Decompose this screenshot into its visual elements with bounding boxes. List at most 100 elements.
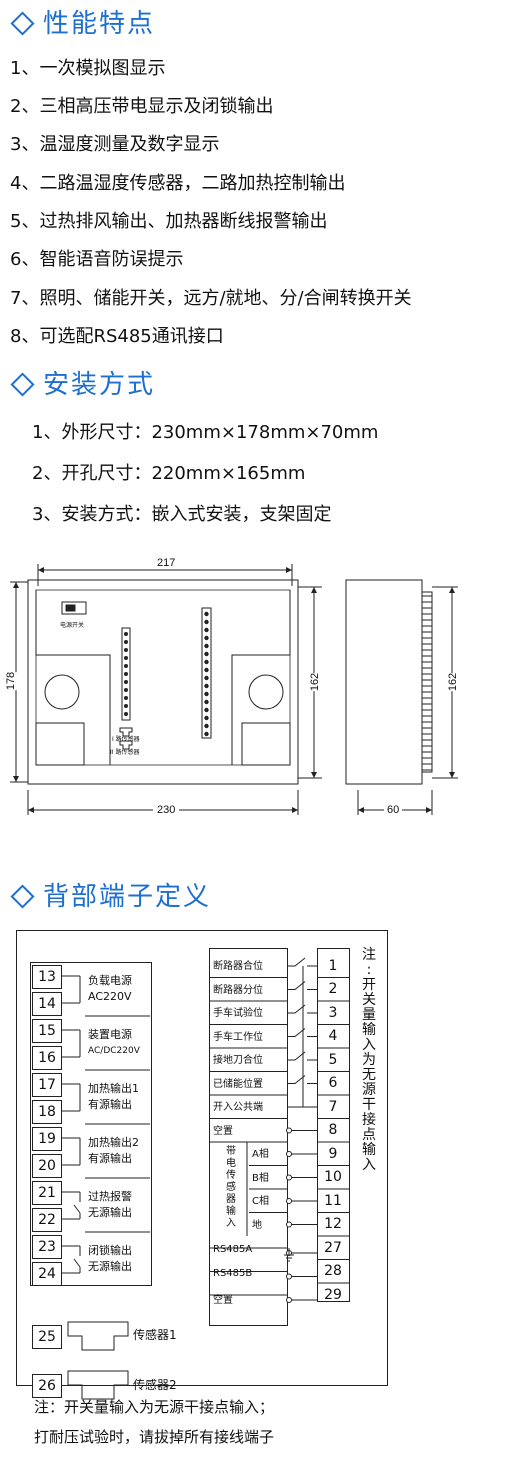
terminal-number: 5 xyxy=(328,1051,338,1068)
terminal-label: RS485A xyxy=(213,1244,253,1255)
feature-item: 5、过热排风输出、加热器断线报警输出 xyxy=(10,211,328,232)
sensor-connectors xyxy=(67,1321,129,1400)
left-wiring xyxy=(60,975,150,1274)
diamond-icon xyxy=(10,883,35,909)
sensor2-name: 传感器2 xyxy=(133,1378,177,1392)
side-note-char: 干 xyxy=(362,1097,376,1113)
sensor2-label: II 路传感器 xyxy=(110,749,140,756)
terminal-number: 11 xyxy=(324,1192,342,1209)
feature-item: 6、智能语音防误提示 xyxy=(10,249,184,270)
terminal-label: 断路器分位 xyxy=(213,984,263,996)
feature-item: 3、温湿度测量及数字显示 xyxy=(10,134,220,155)
terminal-number: 21 xyxy=(32,1181,62,1205)
terminal-number: 8 xyxy=(328,1122,338,1139)
terminal-label: AC/DC220V xyxy=(88,1046,140,1056)
terminal-number: 15 xyxy=(32,1019,62,1043)
live-group-char: 电 xyxy=(226,1158,236,1169)
terminal-label: 空置 xyxy=(213,1125,233,1137)
sensor1-name: 传感器1 xyxy=(133,1328,177,1342)
feature-item: 4、二路温湿度传感器，二路加热控制输出 xyxy=(10,173,346,194)
terminal-number: 4 xyxy=(328,1028,338,1045)
side-note: 注:开关量输入为无源干接点输入 xyxy=(359,948,379,1173)
terminal-label: AC220V xyxy=(88,990,132,1003)
install-item: 3、安装方式：嵌入式安装，支架固定 xyxy=(32,504,332,525)
install-item: 2、开孔尺寸：220mm×165mm xyxy=(32,463,306,484)
terminal-number: 16 xyxy=(32,1046,62,1070)
side-note-char: 入 xyxy=(362,1037,376,1053)
live-group-char: 传 xyxy=(226,1170,236,1181)
terminal-frame xyxy=(16,930,388,1386)
side-note-char: 开 xyxy=(362,977,376,993)
live-group-char: 感 xyxy=(226,1182,236,1193)
terminal-number: 22 xyxy=(32,1208,62,1232)
terminal-label: 有源输出 xyxy=(88,1098,132,1111)
side-note-char: 无 xyxy=(362,1067,376,1083)
side-note-char: 量 xyxy=(362,1007,376,1023)
live-group-char: 带 xyxy=(226,1146,236,1157)
terminal-label: 加热输出1 xyxy=(88,1082,139,1095)
terminal-number: 13 xyxy=(32,965,62,989)
side-note-char: 注 xyxy=(362,947,376,963)
terminal-label: RS485B xyxy=(213,1267,253,1279)
terminal-label: B相 xyxy=(252,1172,269,1184)
dim-bottom-width: 230 xyxy=(153,804,180,816)
side-note-char: : xyxy=(366,962,372,978)
live-group-char: 入 xyxy=(226,1218,236,1229)
terminal-label: 空置 xyxy=(213,1295,233,1306)
terminal-label: 已储能位置 xyxy=(213,1078,263,1090)
dim-top-width: 217 xyxy=(153,557,180,569)
footnote-line2: 打耐压试验时，请拔掉所有接线端子 xyxy=(34,1428,275,1446)
terminals-title: 背部端子定义 xyxy=(8,876,211,913)
terminal-number: 28 xyxy=(324,1263,342,1280)
terminal-label: 地 xyxy=(252,1219,262,1231)
feature-item: 8、可选配RS485通讯接口 xyxy=(10,326,224,347)
side-note-char: 接 xyxy=(362,1112,376,1128)
side-note-char: 为 xyxy=(362,1052,376,1068)
power-switch-label: 电源开关 xyxy=(60,622,85,629)
terminal-label: 手车工作位 xyxy=(213,1031,263,1043)
feature-item: 7、照明、储能开关，远方/就地、分/合闸转换开关 xyxy=(10,288,412,309)
dim-side-depth: 60 xyxy=(384,804,403,816)
terminal-label: 接地刀合位 xyxy=(213,1055,263,1066)
terminal-number: 29 xyxy=(324,1286,342,1303)
terminal-number: 3 xyxy=(328,1004,338,1021)
terminal-label: 过热报警 xyxy=(88,1190,132,1203)
terminal-label: 开入公共端 xyxy=(213,1102,263,1113)
terminal-number: 6 xyxy=(328,1075,338,1092)
terminal-label: 加热输出2 xyxy=(88,1136,139,1149)
dim-right-height: 162 xyxy=(309,672,322,692)
terminal-number: 17 xyxy=(32,1073,62,1097)
terminal-label: A相 xyxy=(252,1149,269,1160)
terminal-number: 20 xyxy=(32,1154,62,1178)
terminal-label: 负载电源 xyxy=(88,974,132,987)
dim-side-height: 162 xyxy=(447,672,460,692)
terminal-number: 2 xyxy=(328,981,338,998)
sensor1-label: I 路传感器 xyxy=(112,736,140,743)
install-item: 1、外形尺寸：230mm×178mm×70mm xyxy=(32,422,379,443)
side-note-char: 输 xyxy=(362,1142,376,1158)
terminal-number: 23 xyxy=(32,1235,62,1259)
side-note-char: 源 xyxy=(362,1082,376,1098)
terminal-number: 12 xyxy=(324,1216,342,1233)
terminal-25: 25 xyxy=(32,1325,62,1349)
terminal-label: 闭锁输出 xyxy=(88,1244,132,1257)
live-group-char: 输 xyxy=(226,1206,236,1217)
terminal-label: 无源输出 xyxy=(88,1260,132,1273)
right-wiring xyxy=(209,948,350,1326)
terminal-label: 装置电源 xyxy=(88,1028,132,1041)
feature-item: 1、一次模拟图显示 xyxy=(10,58,166,79)
terminal-label: 有源输出 xyxy=(88,1152,132,1165)
terminal-number: 1 xyxy=(328,957,338,974)
terminal-number: 27 xyxy=(324,1239,342,1256)
footnote-line1: 注：开关量输入为无源干接点输入； xyxy=(34,1398,275,1416)
terminal-number: 10 xyxy=(324,1169,342,1186)
terminal-26: 26 xyxy=(32,1374,62,1398)
terminal-label: 无源输出 xyxy=(88,1206,132,1219)
terminal-number: 19 xyxy=(32,1127,62,1151)
diamond-icon xyxy=(10,10,35,36)
features-title: 性能特点 xyxy=(8,3,155,40)
side-note-char: 关 xyxy=(362,992,376,1008)
side-note-char: 输 xyxy=(362,1022,376,1038)
terminal-label: 手车试验位 xyxy=(213,1008,263,1019)
dim-left-height: 178 xyxy=(5,671,18,691)
